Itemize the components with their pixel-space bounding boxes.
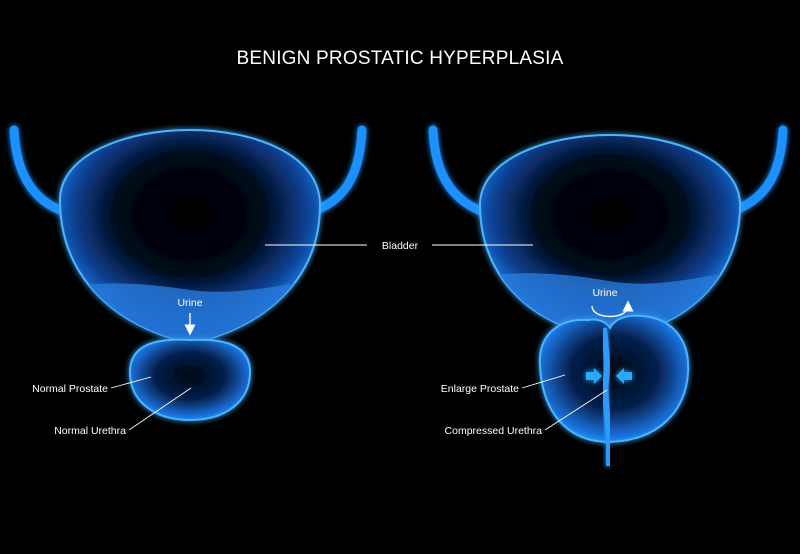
bph-urine-fill xyxy=(480,270,740,334)
enlarge-prostate-leader xyxy=(521,374,566,389)
urine-label-normal: Urine xyxy=(177,297,202,309)
normal-prostate-label: Normal Prostate xyxy=(32,383,108,395)
annotations: Bladder Urine Urine Normal Prostate Norm… xyxy=(32,240,618,437)
compression-arrow-left-icon xyxy=(586,368,602,384)
right-ureter-right xyxy=(730,125,788,215)
right-ureter-left xyxy=(428,125,488,217)
compression-arrow-right-icon xyxy=(616,368,632,384)
bladder-label: Bladder xyxy=(382,240,419,252)
normal-urethra-label: Normal Urethra xyxy=(54,425,126,437)
bph-anatomy xyxy=(428,125,788,466)
normal-prostate-leader xyxy=(110,376,152,389)
left-ureter-left xyxy=(9,125,70,217)
retained-urine-arrow-icon xyxy=(591,300,634,318)
left-ureter-right xyxy=(311,125,367,215)
compressed-urethra-leader xyxy=(544,389,608,431)
enlarged-prostate xyxy=(538,314,690,444)
compressed-urethra-label: Compressed Urethra xyxy=(445,425,543,437)
normal-urethra-leader xyxy=(128,387,192,431)
urine-label-bph: Urine xyxy=(592,287,617,299)
enlarge-prostate-label: Enlarge Prostate xyxy=(441,383,519,395)
compressed-urethra xyxy=(601,327,612,466)
diagram-title: BENIGN PROSTATIC HYPERPLASIA xyxy=(237,48,564,69)
